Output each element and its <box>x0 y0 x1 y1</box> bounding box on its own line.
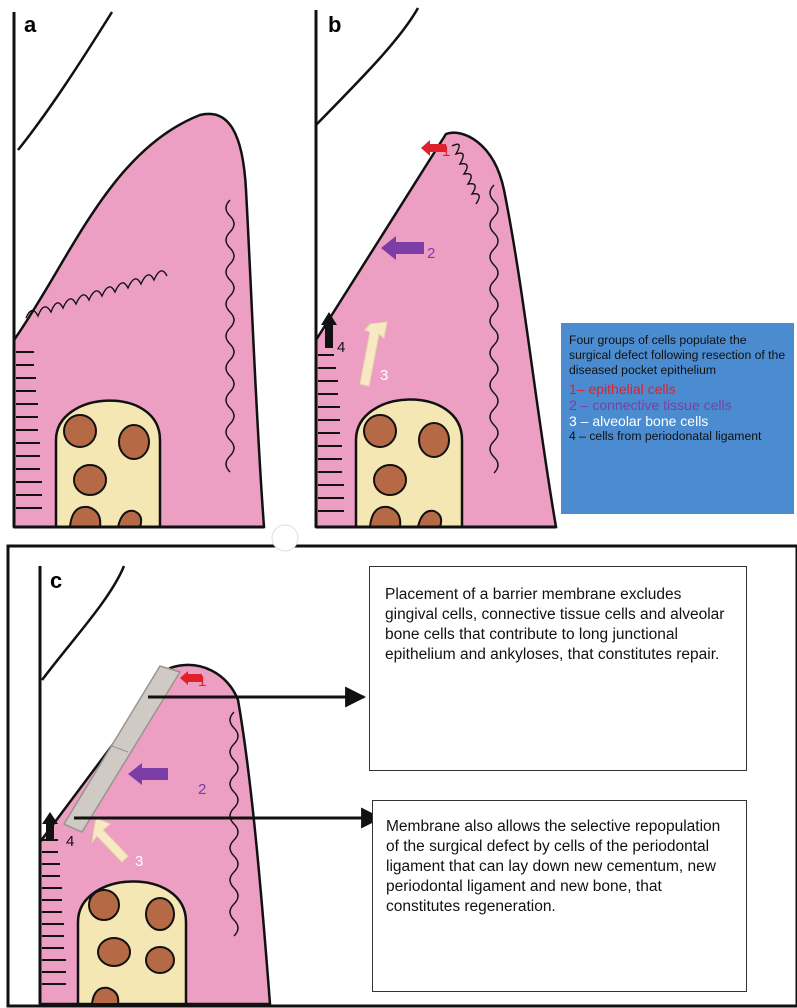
panel-a: a <box>14 12 264 527</box>
panel-a-letter: a <box>24 12 37 37</box>
arrow-label-2: 2 <box>198 781 206 798</box>
arrow-label-4: 4 <box>337 339 345 356</box>
arrow-label-2: 2 <box>427 245 435 262</box>
legend-item-bone: 3 – alveolar bone cells <box>569 413 788 429</box>
panel-b-letter: b <box>328 12 341 37</box>
cell-groups-legend: Four groups of cells populate the surgic… <box>561 323 794 514</box>
arrow-label-3: 3 <box>380 367 388 384</box>
repair-note: Placement of a barrier membrane excludes… <box>369 566 747 771</box>
arrow-label-1: 1 <box>198 673 206 690</box>
arrow-label-4: 4 <box>66 833 74 850</box>
repair-note-text: Placement of a barrier membrane excludes… <box>385 586 724 663</box>
legend-intro: Four groups of cells populate the surgic… <box>569 333 788 378</box>
legend-item-epithelial: 1– epithelial cells <box>569 381 788 397</box>
panel-b: b 1 2 3 4 <box>316 8 556 527</box>
arrow-label-1: 1 <box>442 143 450 160</box>
panel-divider-marker <box>272 525 298 551</box>
regeneration-note-text: Membrane also allows the selective repop… <box>386 818 720 915</box>
regeneration-note: Membrane also allows the selective repop… <box>372 800 747 992</box>
legend-item-pdl: 4 – cells from periodonatal ligament <box>569 429 788 444</box>
arrow-label-3: 3 <box>135 853 143 870</box>
legend-item-connective: 2 – connective tissue cells <box>569 397 788 413</box>
panel-c-letter: c <box>50 568 62 593</box>
